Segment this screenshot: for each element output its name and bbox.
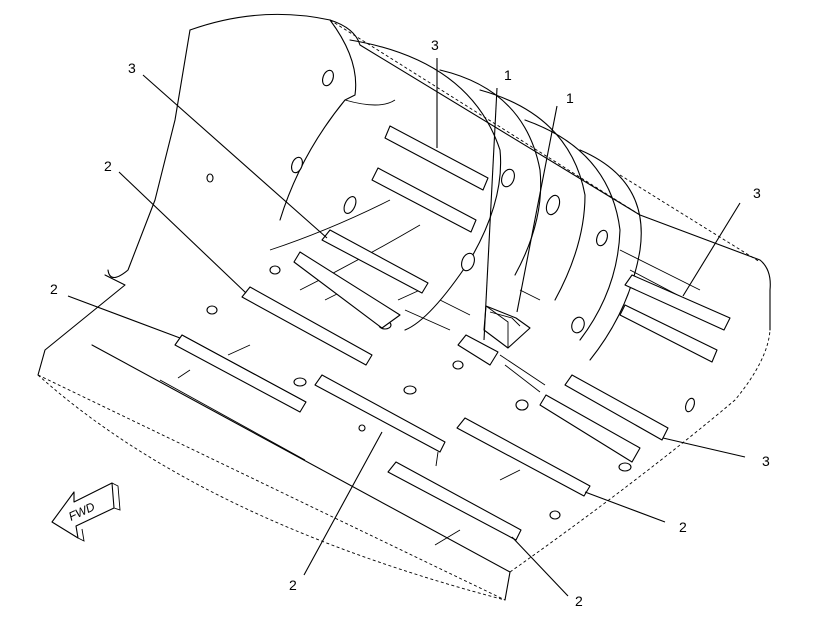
floor-wear-strips — [159, 286, 591, 546]
callout-label: 2 — [575, 593, 583, 609]
callout-label: 1 — [504, 67, 512, 83]
fwd-arrow-icon: FWD — [51, 482, 121, 542]
callout-label: 3 — [753, 185, 761, 201]
callout-label: 2 — [104, 158, 112, 174]
wall-wear-strips — [293, 125, 731, 463]
callout-label: 2 — [679, 519, 687, 535]
callout-label: 3 — [762, 453, 770, 469]
leader-lines — [67, 58, 746, 597]
back-ribs — [269, 19, 726, 361]
callout-labels: 3 3 1 1 3 2 2 3 2 2 2 — [50, 37, 770, 609]
bucket-outline — [37, 13, 771, 601]
callout-label: 2 — [50, 281, 58, 297]
callout-label: 3 — [128, 60, 136, 76]
callout-label: 3 — [431, 37, 439, 53]
callout-label: 2 — [289, 577, 297, 593]
mounting-holes — [206, 69, 696, 520]
center-blocks — [457, 289, 546, 393]
callout-label: 1 — [566, 90, 574, 106]
